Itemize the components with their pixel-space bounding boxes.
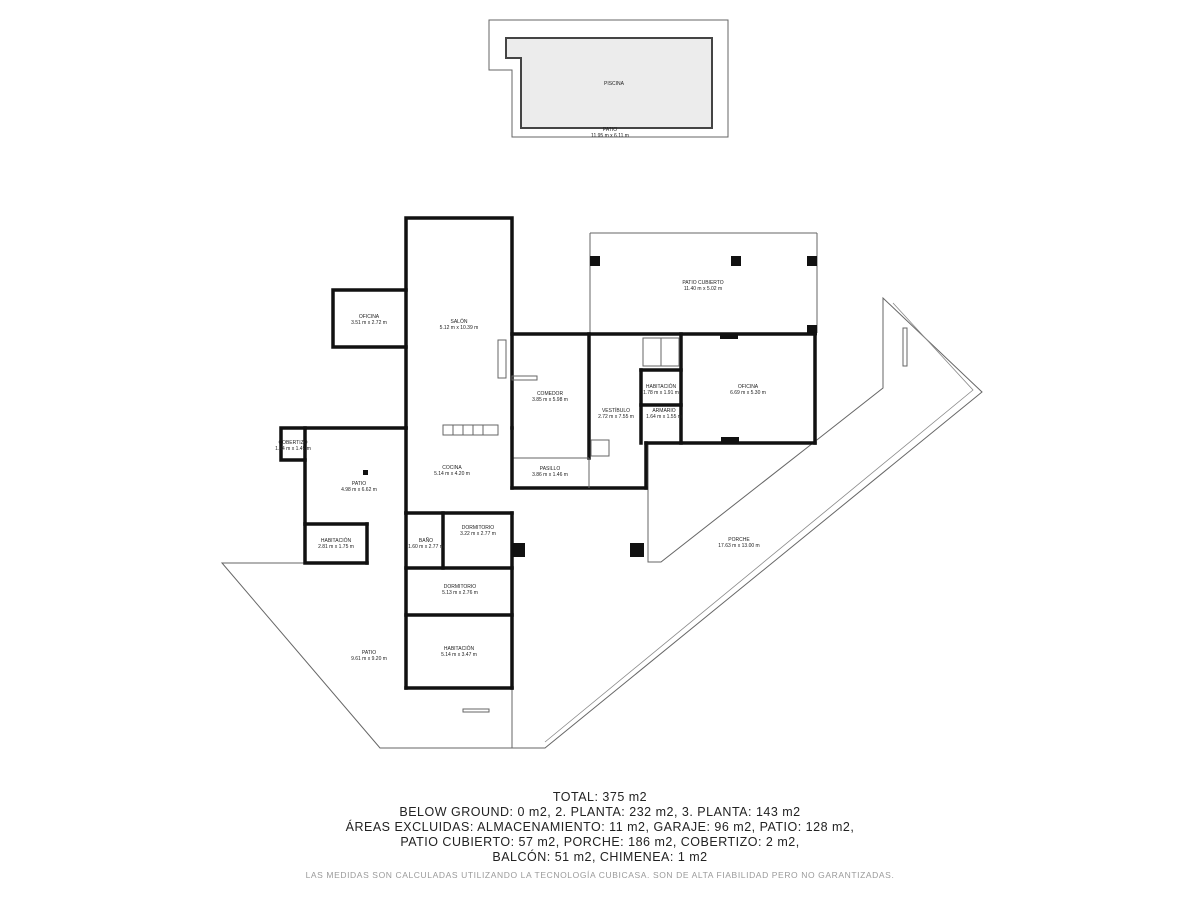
room-name-oficina-left: OFICINA xyxy=(359,314,380,320)
room-name-piscina: PISCINA xyxy=(604,81,625,87)
column-marker xyxy=(731,256,741,266)
room-name-patio-pool: PATIO xyxy=(603,127,617,133)
room-dims-habitacion-left: 2.81 m x 1.75 m xyxy=(318,544,354,550)
room-labels: OFICINA 3.51 m x 2.72 m SALÓN 5.12 m x 1… xyxy=(275,314,766,658)
room-dims-vestibulo: 2.72 m x 7.55 m xyxy=(598,414,634,420)
room-name-bano: BAÑO xyxy=(419,537,433,544)
room-dims-habitacion-small: 1.78 m x 1.91 m xyxy=(643,390,679,396)
area-summary-excluded-3: BALCÓN: 51 m2, CHIMENEA: 1 m2 xyxy=(492,850,708,864)
column-marker xyxy=(511,543,525,557)
room-dims-cocina: 5.14 m x 4.20 m xyxy=(434,471,470,477)
room-name-patio-left: PATIO xyxy=(352,481,366,487)
room-name-cobertizo: COBERTIZO xyxy=(278,440,307,446)
room-name-habitacion-small: HABITACIÓN xyxy=(646,383,677,390)
room-dims-oficina-right: 6.69 m x 5.30 m xyxy=(730,390,766,396)
room-dims-pasillo: 3.86 m x 1.46 m xyxy=(532,472,568,478)
room-name-pasillo: PASILLO xyxy=(540,466,561,472)
room-dims-comedor: 3.85 m x 5.98 m xyxy=(532,397,568,403)
column-marker xyxy=(807,256,817,266)
house-walls xyxy=(279,216,817,690)
room-name-habitacion-bottom: HABITACIÓN xyxy=(444,645,475,652)
room-name-patio-cubierto: PATIO CUBIERTO xyxy=(682,280,723,286)
room-name-armario: ARMARIO xyxy=(652,408,675,414)
room-dims-oficina-left: 3.51 m x 2.72 m xyxy=(351,320,387,326)
room-dims-dormitorio-2: 5.13 m x 2.76 m xyxy=(442,590,478,596)
room-dims-patio-pool: 11.95 m x 6.11 m xyxy=(591,133,629,139)
column-marker xyxy=(721,437,739,442)
disclaimer-text: LAS MEDIDAS SON CALCULADAS UTILIZANDO LA… xyxy=(305,870,895,880)
room-dims-patio-bottom: 9.61 m x 9.20 m xyxy=(351,656,387,662)
column-marker xyxy=(363,470,368,475)
area-summary-excluded: ÁREAS EXCLUIDAS: ALMACENAMIENTO: 11 m2, … xyxy=(345,820,855,834)
room-dims-habitacion-bottom: 5.14 m x 3.47 m xyxy=(441,652,477,658)
area-summary-total: TOTAL: 375 m2 xyxy=(552,790,648,804)
pool-patio-outline xyxy=(488,19,729,138)
room-dims-bano: 1.60 m x 2.77 m xyxy=(408,544,444,550)
porche: PORCHE 17.63 m x 13.00 m xyxy=(511,296,983,749)
room-dims-patio-left: 4.98 m x 6.62 m xyxy=(341,487,377,493)
room-name-oficina-right: OFICINA xyxy=(738,384,759,390)
room-name-patio-bottom: PATIO xyxy=(362,650,376,656)
room-name-dormitorio-2: DORMITORIO xyxy=(444,584,477,590)
swimming-pool xyxy=(505,37,713,129)
room-dims-dormitorio-1: 3.22 m x 2.77 m xyxy=(460,531,496,537)
column-marker xyxy=(807,325,817,335)
patio-cubierto: PATIO CUBIERTO 11.40 m x 5.02 m xyxy=(589,232,818,335)
column-marker xyxy=(630,543,644,557)
room-dims-salon: 5.12 m x 10.39 m xyxy=(440,325,479,331)
room-name-salon: SALÓN xyxy=(451,318,468,325)
room-name-cocina: COCINA xyxy=(442,465,462,471)
room-name-comedor: COMEDOR xyxy=(537,391,564,397)
room-dims-cobertizo: 1.44 m x 1.49 m xyxy=(275,446,311,452)
area-summary-excluded-2: PATIO CUBIERTO: 57 m2, PORCHE: 186 m2, C… xyxy=(400,835,800,849)
pool-area: PISCINA PATIO 11.95 m x 6.11 m xyxy=(488,19,729,139)
column-marker xyxy=(590,256,600,266)
room-name-porche: PORCHE xyxy=(728,537,750,543)
room-name-vestibulo: VESTÍBULO xyxy=(602,407,630,414)
area-summary-floors: BELOW GROUND: 0 m2, 2. PLANTA: 232 m2, 3… xyxy=(399,805,801,819)
room-dims-patio-cubierto: 11.40 m x 5.02 m xyxy=(684,286,722,292)
room-name-habitacion-left: HABITACIÓN xyxy=(321,537,352,544)
room-name-dormitorio-1: DORMITORIO xyxy=(462,525,495,531)
column-marker xyxy=(720,334,738,339)
patio-bottom: PATIO 9.61 m x 9.20 m xyxy=(220,562,513,749)
room-dims-armario: 1.64 m x 1.55 m xyxy=(646,414,682,420)
room-dims-porche: 17.63 m x 13.00 m xyxy=(718,543,759,549)
